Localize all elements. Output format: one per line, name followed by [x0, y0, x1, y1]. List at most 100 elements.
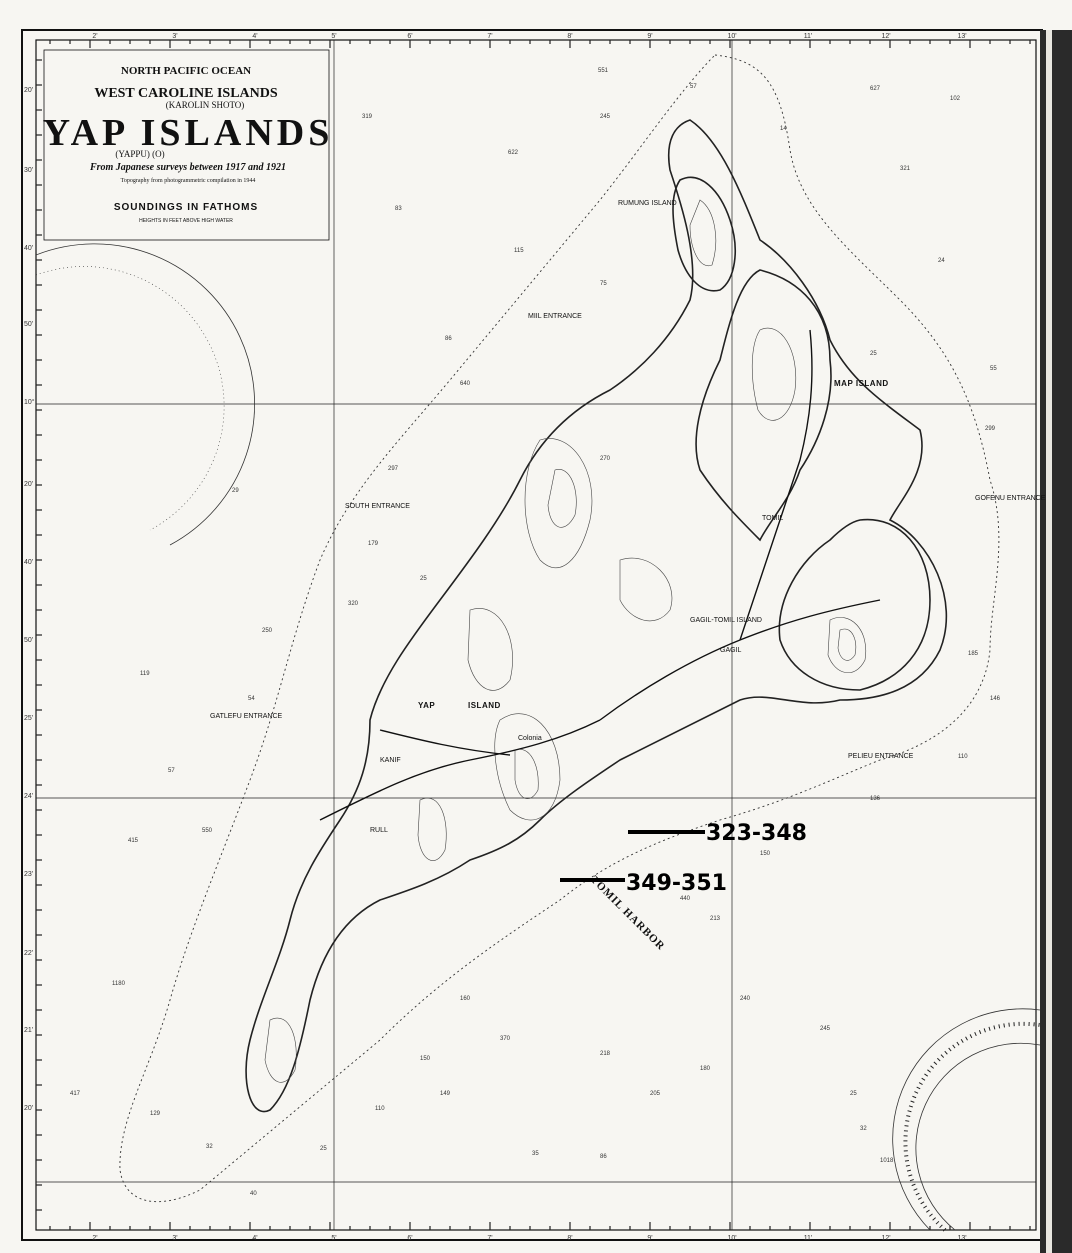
- sounding-depth: 160: [460, 996, 471, 1002]
- group-alt-label: (KAROLIN SHOTO): [166, 100, 245, 110]
- sounding-depth: 25: [870, 351, 877, 357]
- rumung-label: RUMUNG ISLAND: [618, 200, 677, 207]
- longitude-label: 13': [957, 1235, 966, 1242]
- latitude-label: 40': [24, 559, 33, 566]
- gagil-tomil-coast: [695, 269, 832, 542]
- longitude-label: 12': [881, 1235, 890, 1242]
- sounding-depth: 83: [395, 206, 402, 212]
- longitude-label: 10': [727, 1235, 736, 1242]
- sounding-depth: 240: [740, 996, 751, 1002]
- sounding-depth: 180: [700, 1066, 711, 1072]
- kanif-label: KANIF: [380, 757, 401, 764]
- latitude-label: 20': [24, 87, 33, 94]
- longitude-label: 6': [407, 33, 412, 40]
- latitude-label: 10°: [24, 398, 35, 406]
- heights-note: HEIGHTS IN FEET ABOVE HIGH WATER: [139, 218, 233, 224]
- gagil-label: GAGIL: [720, 647, 742, 654]
- colonia-label: Colonia: [518, 735, 542, 742]
- sounding-depth: 54: [248, 696, 255, 702]
- yap-coastline: [245, 119, 948, 1113]
- sounding-depth: 86: [600, 1154, 607, 1160]
- callout-label-2: 349-351: [626, 871, 727, 896]
- longitude-label: 10': [727, 33, 736, 40]
- map-title-alt: (YAPPU) (O): [115, 149, 164, 159]
- eastern-lobe-coast: [778, 518, 931, 691]
- survey-note: From Japanese surveys between 1917 and 1…: [89, 162, 286, 173]
- sounding-depth: 129: [150, 1111, 161, 1117]
- rull-label: RULL: [370, 827, 388, 834]
- sounding-depth: 150: [760, 851, 771, 857]
- longitude-label: 12': [881, 33, 890, 40]
- sounding-depth: 1180: [112, 981, 126, 987]
- latitude-label: 40': [24, 245, 33, 252]
- longitude-label: 9': [647, 1235, 652, 1242]
- sounding-depth: 185: [968, 651, 979, 657]
- sounding-depth: 415: [128, 838, 139, 844]
- map-island-label: MAP ISLAND: [834, 379, 889, 388]
- longitude-label: 2': [92, 1235, 97, 1242]
- sounding-depth: 25: [420, 576, 427, 582]
- sounding-depth: 40: [250, 1191, 257, 1197]
- latitude-label: 20': [24, 481, 33, 488]
- sounding-depth: 319: [362, 114, 373, 120]
- sounding-depth: 622: [508, 150, 519, 156]
- longitude-label: 13': [957, 33, 966, 40]
- map-island-coast: [672, 176, 736, 292]
- sounding-depth: 205: [650, 1091, 661, 1097]
- miil-label: MIIL ENTRANCE: [528, 313, 582, 320]
- sounding-depth: 245: [600, 114, 611, 120]
- sounding-depth: 25: [320, 1146, 327, 1152]
- sounding-depth: 320: [348, 601, 359, 607]
- longitude-label: 4': [252, 1235, 257, 1242]
- sounding-depth: 102: [950, 96, 961, 102]
- latitude-label: 23': [24, 871, 33, 878]
- latitude-label: 50': [24, 321, 33, 328]
- sounding-depth: 250: [262, 628, 273, 634]
- group-label: WEST CAROLINE ISLANDS: [94, 86, 278, 101]
- sounding-depth: 149: [440, 1091, 451, 1097]
- sounding-depth: 25: [850, 1091, 857, 1097]
- sounding-depth: 110: [958, 754, 968, 760]
- sounding-depth: 270: [600, 456, 611, 462]
- longitude-label: 11': [804, 1235, 813, 1242]
- sounding-depth: 35: [532, 1151, 539, 1157]
- sounding-depth: 150: [420, 1056, 431, 1062]
- latitude-label: 25': [24, 715, 33, 722]
- longitude-label: 3': [172, 1235, 177, 1242]
- border-ticks: [36, 40, 1031, 1230]
- longitude-label: 2': [92, 33, 97, 40]
- sounding-depth: 321: [900, 166, 911, 172]
- callout-label-1: 323-348: [706, 821, 807, 846]
- latitude-label: 30': [24, 167, 33, 174]
- sounding-depth: 627: [870, 86, 881, 92]
- sounding-depth: 55: [990, 366, 997, 372]
- longitude-label: 8': [567, 33, 572, 40]
- sounding-depth: 32: [206, 1144, 213, 1150]
- sounding-depth: 146: [990, 696, 1001, 702]
- ocean-label: NORTH PACIFIC OCEAN: [121, 65, 251, 77]
- sounding-depth: 440: [680, 896, 691, 902]
- yap-label-2: ISLAND: [468, 701, 501, 710]
- soundings-note: SOUNDINGS IN FATHOMS: [114, 202, 258, 213]
- compass-rose-left: [35, 243, 255, 546]
- binding-edge: [1040, 30, 1072, 1253]
- map-title: YAP ISLANDS: [43, 112, 334, 154]
- sounding-depth: 119: [140, 671, 150, 677]
- photo-callouts: 323-348 349-351: [560, 821, 807, 896]
- sounding-depth: 14: [780, 126, 787, 132]
- yap-label: YAP: [418, 701, 435, 710]
- longitude-label: 7': [487, 33, 492, 40]
- longitude-label: 7': [487, 1235, 492, 1242]
- tomil-label: TOMIL: [762, 515, 783, 522]
- gofenu-label: GOFENU ENTRANCE: [975, 495, 1046, 502]
- sounding-depth: 75: [600, 281, 607, 287]
- sounding-depth: 179: [368, 541, 379, 547]
- sounding-depth: 245: [820, 1026, 831, 1032]
- longitude-label: 6': [407, 1235, 412, 1242]
- sounding-depth: 218: [600, 1051, 611, 1057]
- sounding-depth: 417: [70, 1091, 81, 1097]
- latitude-label: 22': [24, 950, 33, 957]
- gagil-tomil-label: GAGIL-TOMIL ISLAND: [690, 617, 762, 624]
